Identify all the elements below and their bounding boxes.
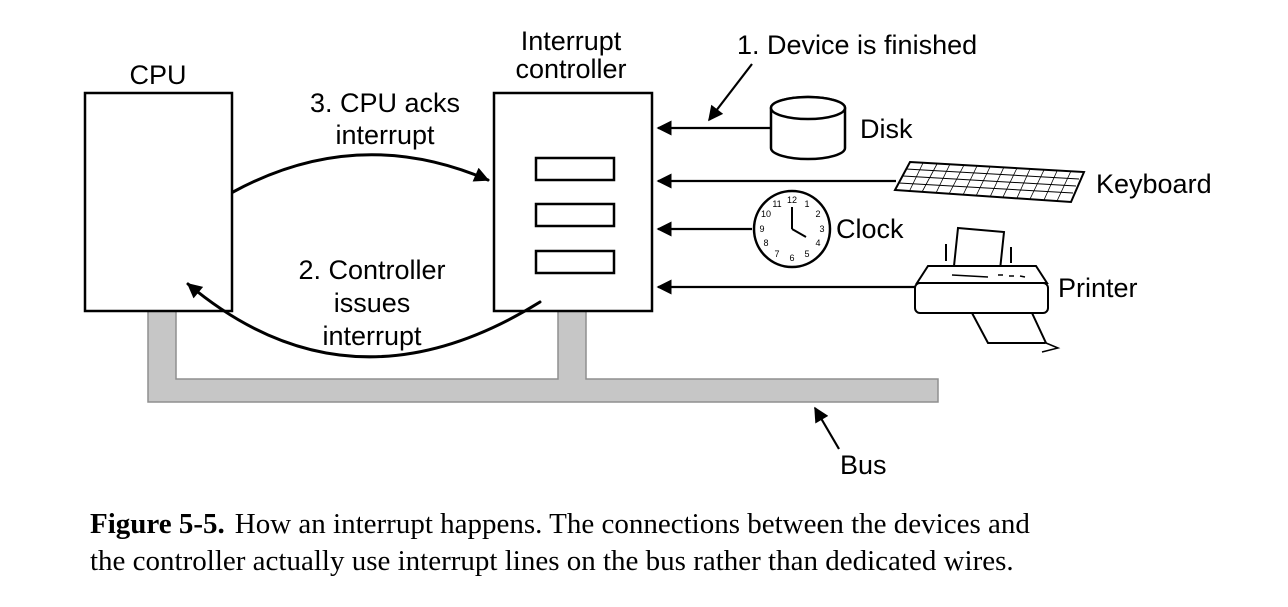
step2-label-line2: issues (334, 288, 411, 318)
clock-number-3: 3 (819, 224, 824, 234)
keyboard-key-rows (898, 168, 1080, 194)
printer-output-fold (1041, 342, 1061, 353)
clock-number-4: 4 (815, 238, 820, 248)
keyboard-key-columns (908, 162, 1072, 202)
disk-icon (769, 95, 847, 161)
bus-label: Bus (840, 450, 887, 480)
clock-number-7: 7 (774, 249, 779, 259)
cpu-ack-arrow (231, 153, 490, 194)
interrupt-register-3 (534, 249, 616, 275)
controller-interrupt-arrow (186, 282, 542, 359)
figure-caption: Figure 5-5. How an interrupt happens. The… (90, 506, 1250, 580)
keyboard-label: Keyboard (1096, 169, 1212, 199)
clock-hands (791, 207, 807, 238)
caption-line-1: Figure 5-5. How an interrupt happens. The… (90, 506, 1250, 543)
printer-paper-guides (945, 244, 1012, 263)
clock-number-10: 10 (761, 209, 771, 219)
cpu-label: CPU (129, 60, 186, 90)
clock-number-2: 2 (815, 209, 820, 219)
printer-buttons (951, 274, 1026, 278)
printer-paper-input (952, 226, 1006, 272)
step2-label-line1: 2. Controller (298, 255, 445, 285)
clock-number-6: 6 (789, 253, 794, 263)
printer-body-front (914, 282, 1049, 314)
cpu-box (83, 91, 234, 313)
step3-label-line2: interrupt (335, 120, 435, 150)
clock-number-9: 9 (759, 224, 764, 234)
step3-label-line1: 3. CPU acks (310, 88, 460, 118)
caption-line-2: the controller actually use interrupt li… (90, 545, 1014, 577)
keyboard-icon (893, 160, 1086, 204)
interrupt-controller-label-line1: Interrupt (521, 26, 622, 56)
clock-number-8: 8 (763, 238, 768, 248)
keyboard-outline (893, 160, 1086, 204)
bus-shape (147, 310, 939, 403)
caption-text-line1: How an interrupt happens. The connection… (234, 508, 1030, 540)
disk-label: Disk (860, 114, 913, 144)
step1-pointer-arrow (708, 63, 753, 122)
clock-number-12: 12 (787, 195, 797, 205)
interrupt-controller-label-line2: controller (515, 54, 626, 84)
interrupt-register-2 (534, 202, 616, 228)
disk-cylinder-top (769, 95, 847, 121)
interrupt-diagram: CPU Interrupt controller 1. Device is fi… (83, 26, 1212, 480)
printer-label: Printer (1058, 273, 1138, 303)
figure-number: Figure 5-5. (90, 508, 225, 540)
printer-icon (914, 226, 1061, 353)
printer-body-top (915, 265, 1049, 284)
clock-number-1: 1 (804, 199, 809, 209)
interrupt-register-1 (534, 156, 616, 182)
clock-icon: 12 1 2 3 4 5 6 7 8 9 10 11 (752, 189, 832, 269)
interrupt-controller-box (492, 91, 654, 313)
step1-label: 1. Device is finished (737, 30, 977, 60)
printer-paper-output (970, 312, 1048, 344)
step2-label-line3: interrupt (322, 321, 422, 351)
bus-pointer-arrow (814, 406, 840, 450)
clock-number-5: 5 (804, 249, 809, 259)
clock-label: Clock (836, 214, 904, 244)
clock-number-11: 11 (772, 199, 781, 209)
